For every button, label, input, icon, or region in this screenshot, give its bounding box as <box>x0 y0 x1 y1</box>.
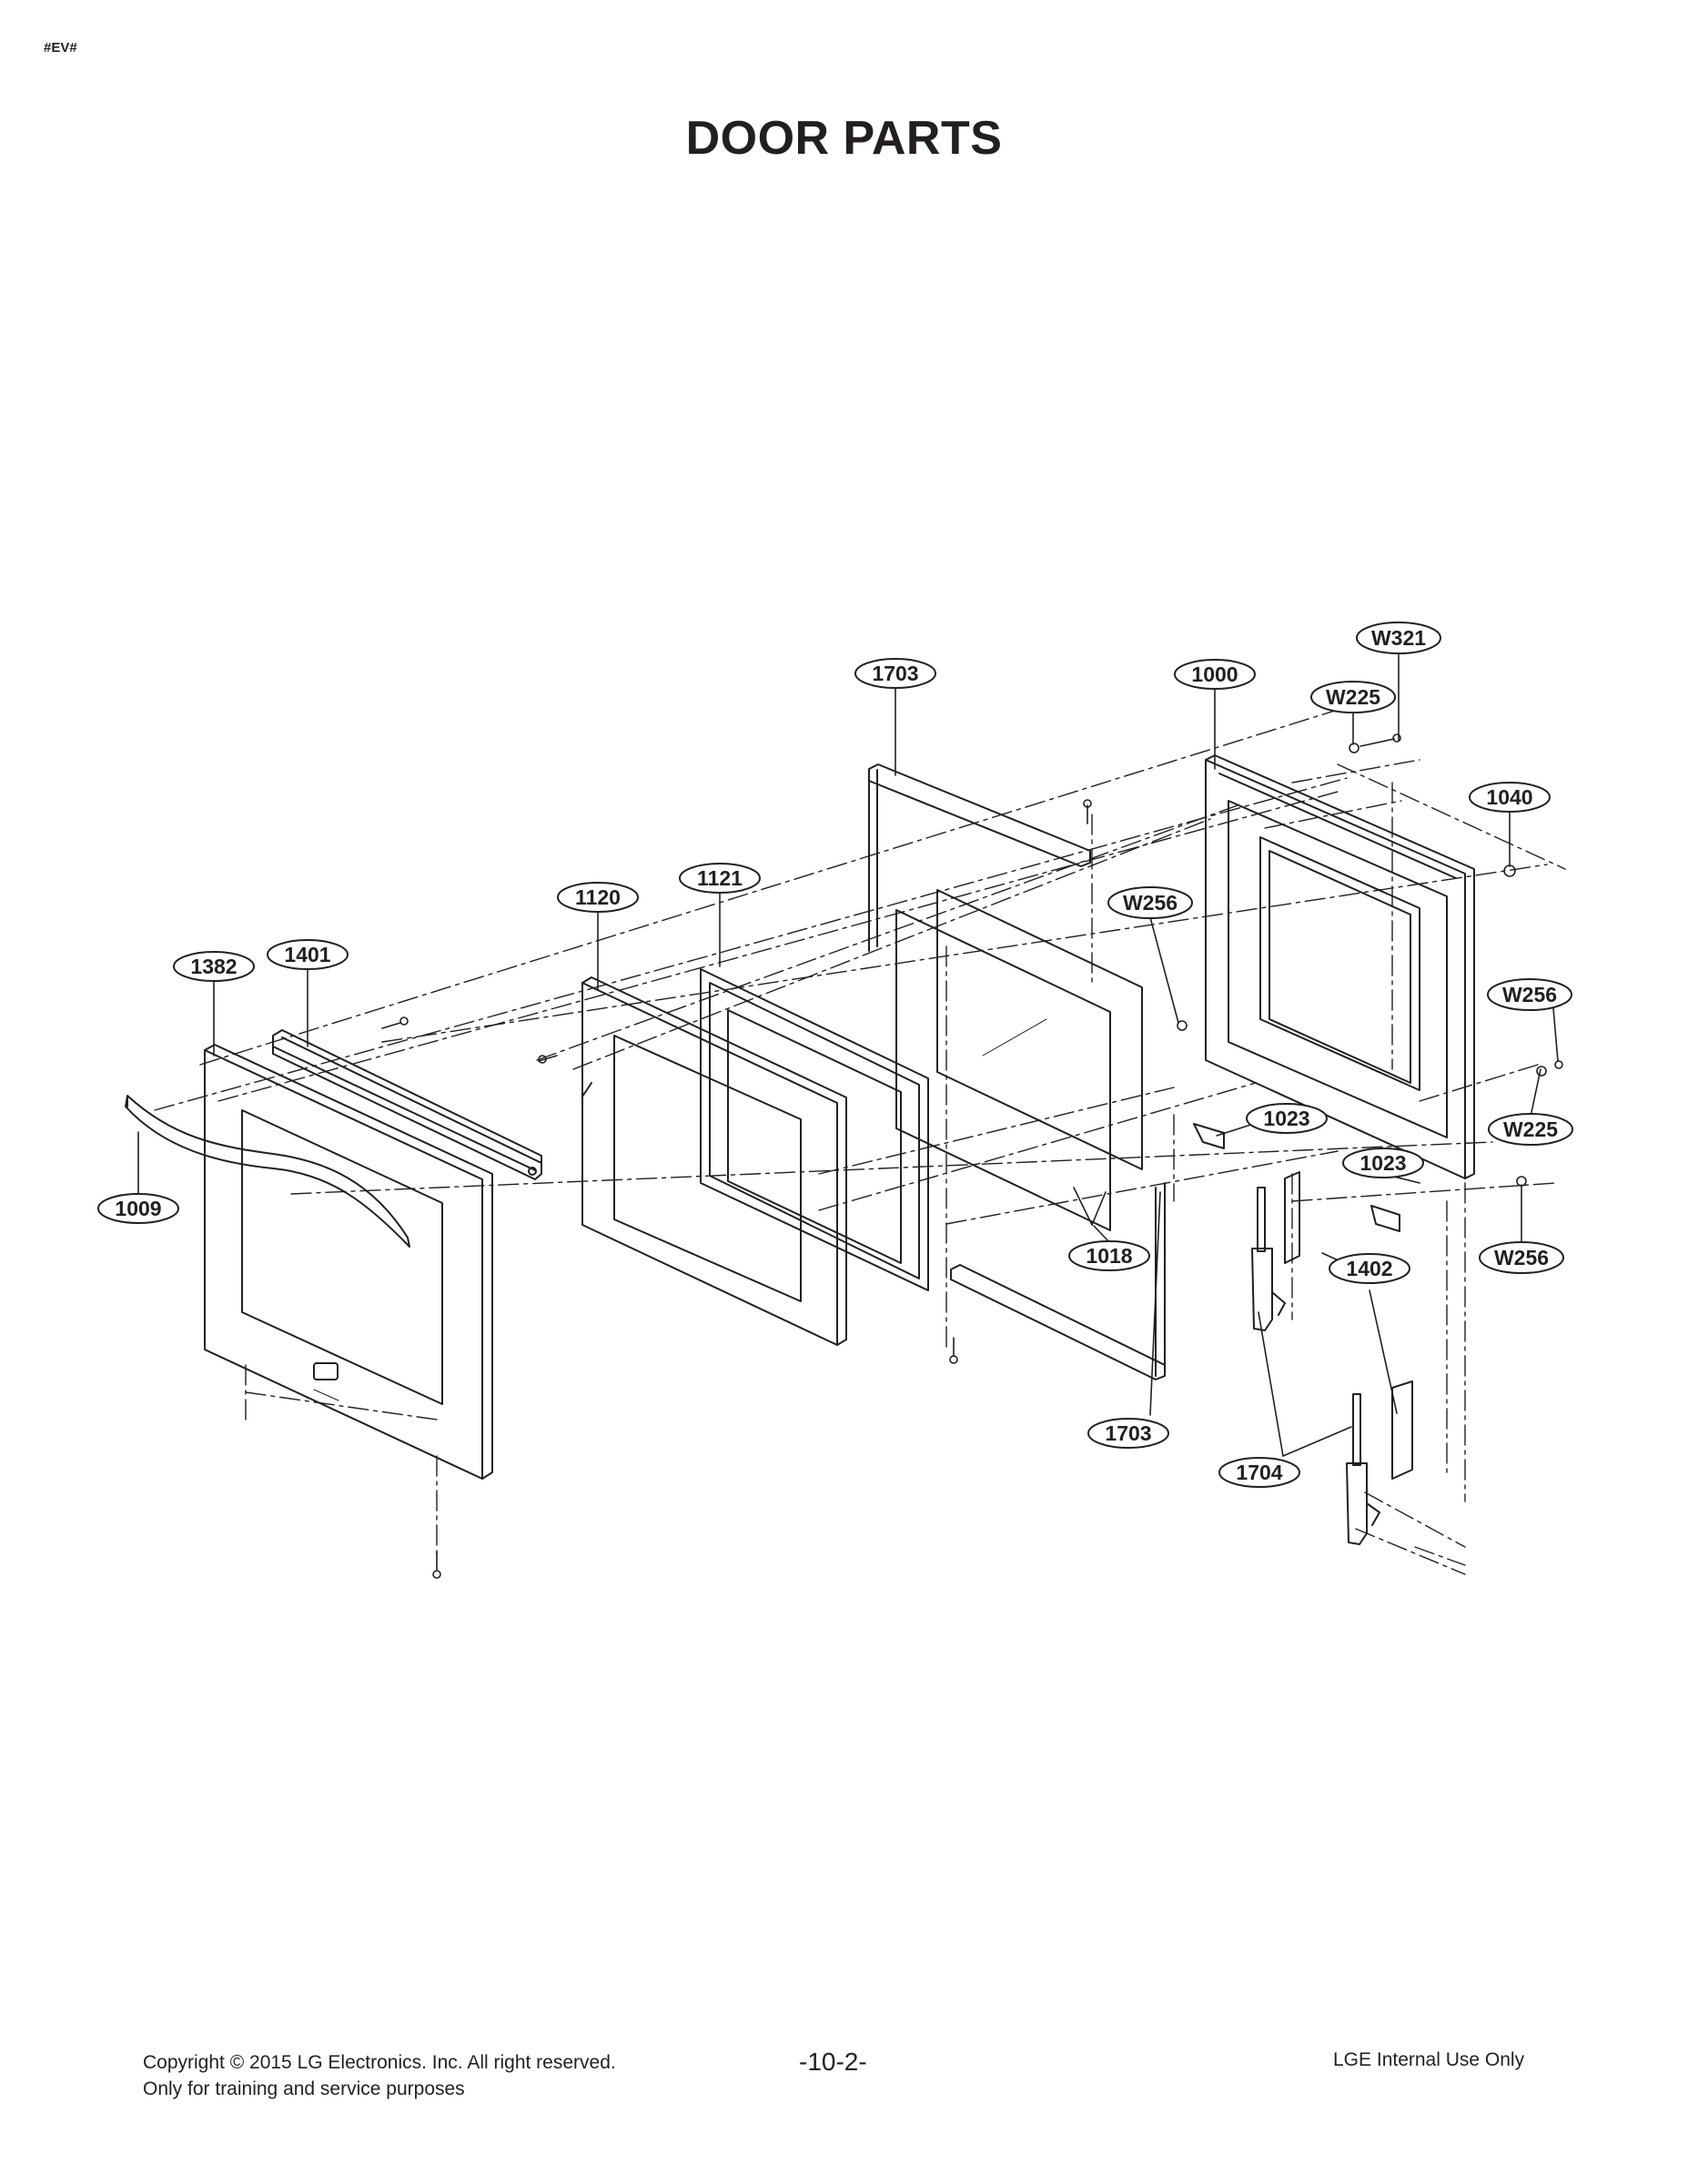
svg-text:W256: W256 <box>1502 983 1557 1006</box>
page-number: -10-2- <box>799 2048 867 2076</box>
svg-text:W321: W321 <box>1371 626 1426 650</box>
callout-1703-top: 1703 <box>854 658 936 689</box>
svg-text:1402: 1402 <box>1346 1257 1392 1280</box>
svg-text:1703: 1703 <box>1105 1421 1151 1445</box>
callout-1401: 1401 <box>267 939 349 970</box>
clip-1023-b <box>1370 1205 1400 1232</box>
seal-strip-1703-bottom <box>950 1182 1166 1380</box>
callout-1402: 1402 <box>1329 1253 1410 1284</box>
callout-1382: 1382 <box>173 951 255 982</box>
svg-text:W225: W225 <box>1503 1117 1558 1141</box>
svg-text:1000: 1000 <box>1191 662 1238 686</box>
callout-W321: W321 <box>1356 622 1441 654</box>
glass-panes-1018 <box>895 889 1143 1231</box>
callout-1023-b: 1023 <box>1342 1148 1424 1178</box>
hinge-1704-b <box>1346 1393 1380 1545</box>
callout-W256-right: W256 <box>1487 978 1572 1011</box>
svg-text:1023: 1023 <box>1263 1107 1309 1130</box>
screws <box>381 733 1563 1579</box>
callout-1040: 1040 <box>1469 782 1551 813</box>
hinge-1704-a <box>1251 1187 1286 1331</box>
seal-strip-1703-top <box>868 763 1091 952</box>
callout-W225-right: W225 <box>1488 1113 1573 1146</box>
callout-W225-top: W225 <box>1310 681 1396 713</box>
svg-text:1401: 1401 <box>284 943 330 966</box>
training-notice: Only for training and service purposes <box>143 2078 465 2099</box>
svg-text:1009: 1009 <box>115 1197 161 1220</box>
callout-1703-bottom: 1703 <box>1087 1418 1169 1449</box>
svg-text:1023: 1023 <box>1359 1151 1406 1175</box>
svg-text:W256: W256 <box>1123 891 1178 915</box>
clip-1023-a <box>1193 1123 1225 1149</box>
door-handle-1009 <box>125 1095 410 1248</box>
inner-frame-1120 <box>581 976 847 1346</box>
door-outer-panel-1382 <box>204 1044 493 1480</box>
callout-W256-low: W256 <box>1479 1241 1564 1274</box>
callout-1000: 1000 <box>1174 659 1256 690</box>
hinge-cover-1402-b <box>1391 1380 1413 1480</box>
callout-1018: 1018 <box>1068 1240 1150 1271</box>
document-code: #EV# <box>44 40 77 56</box>
assembly-lines <box>154 709 1566 1575</box>
svg-text:1121: 1121 <box>697 866 743 890</box>
svg-text:1704: 1704 <box>1236 1461 1282 1484</box>
svg-text:1040: 1040 <box>1486 785 1532 809</box>
callouts: 1703 1000 W321 W225 1040 W256 W256 W225 <box>97 622 1573 1488</box>
svg-text:W256: W256 <box>1494 1246 1549 1269</box>
internal-use-note: LGE Internal Use Only <box>1333 2049 1525 2070</box>
callout-1023-a: 1023 <box>1246 1103 1328 1134</box>
callout-1704: 1704 <box>1218 1457 1300 1488</box>
footer-copyright: Copyright © 2015 LG Electronics. Inc. Al… <box>143 2049 616 2102</box>
copyright-line: Copyright © 2015 LG Electronics. Inc. Al… <box>143 2052 616 2073</box>
callout-1121: 1121 <box>679 863 761 894</box>
svg-text:1703: 1703 <box>872 662 918 685</box>
hinge-cover-1402-a <box>1284 1171 1300 1264</box>
callout-1120: 1120 <box>557 882 639 913</box>
door-liner-1000 <box>1205 754 1475 1179</box>
callout-1009: 1009 <box>97 1193 179 1224</box>
callout-W256-mid: W256 <box>1107 886 1193 919</box>
svg-text:W225: W225 <box>1326 685 1380 709</box>
gasket-frame-1121 <box>700 968 929 1291</box>
page-title: DOOR PARTS <box>685 112 1003 165</box>
svg-text:1382: 1382 <box>190 955 237 978</box>
svg-text:1018: 1018 <box>1086 1244 1132 1268</box>
svg-text:1120: 1120 <box>575 885 621 909</box>
door-top-trim-1401 <box>272 1029 542 1180</box>
